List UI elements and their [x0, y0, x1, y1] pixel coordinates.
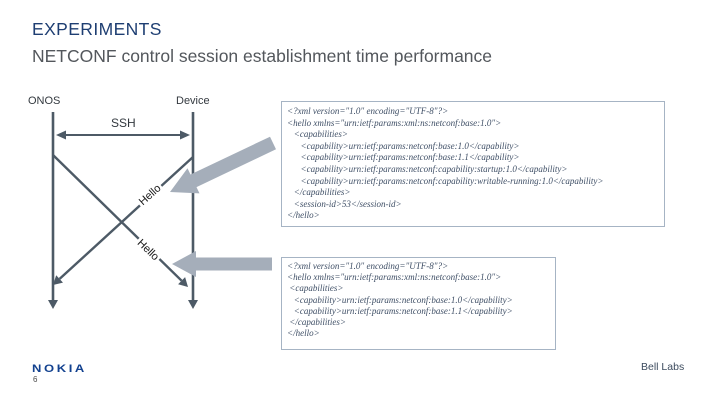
callout-arrow-bottom: [172, 251, 272, 277]
code-box-onos-hello: <?xml version="1.0" encoding="UTF-8"?> <…: [281, 257, 556, 350]
callout-arrow-top: [170, 136, 276, 194]
hello-message-onos-to-device: [52, 154, 188, 287]
code-text-device-hello: <?xml version="1.0" encoding="UTF-8"?> <…: [287, 106, 604, 221]
device-lifeline: [188, 112, 198, 309]
ssh-channel-arrow: [56, 130, 190, 140]
page-number: 6: [33, 375, 38, 384]
onos-lifeline: [48, 112, 58, 309]
page-title: EXPERIMENTS: [32, 19, 162, 39]
page-subtitle: NETCONF control session establishment ti…: [32, 46, 493, 66]
actor-label-device: Device: [176, 95, 210, 107]
nokia-logo: NOKIA: [32, 362, 87, 375]
bell-labs-label: Bell Labs: [641, 361, 685, 373]
actor-label-onos: ONOS: [28, 95, 61, 107]
code-text-onos-hello: <?xml version="1.0" encoding="UTF-8"?> <…: [287, 261, 513, 339]
code-box-device-hello: <?xml version="1.0" encoding="UTF-8"?> <…: [281, 101, 665, 227]
ssh-label: SSH: [111, 116, 136, 130]
hello-message-device-to-onos: [53, 156, 194, 285]
